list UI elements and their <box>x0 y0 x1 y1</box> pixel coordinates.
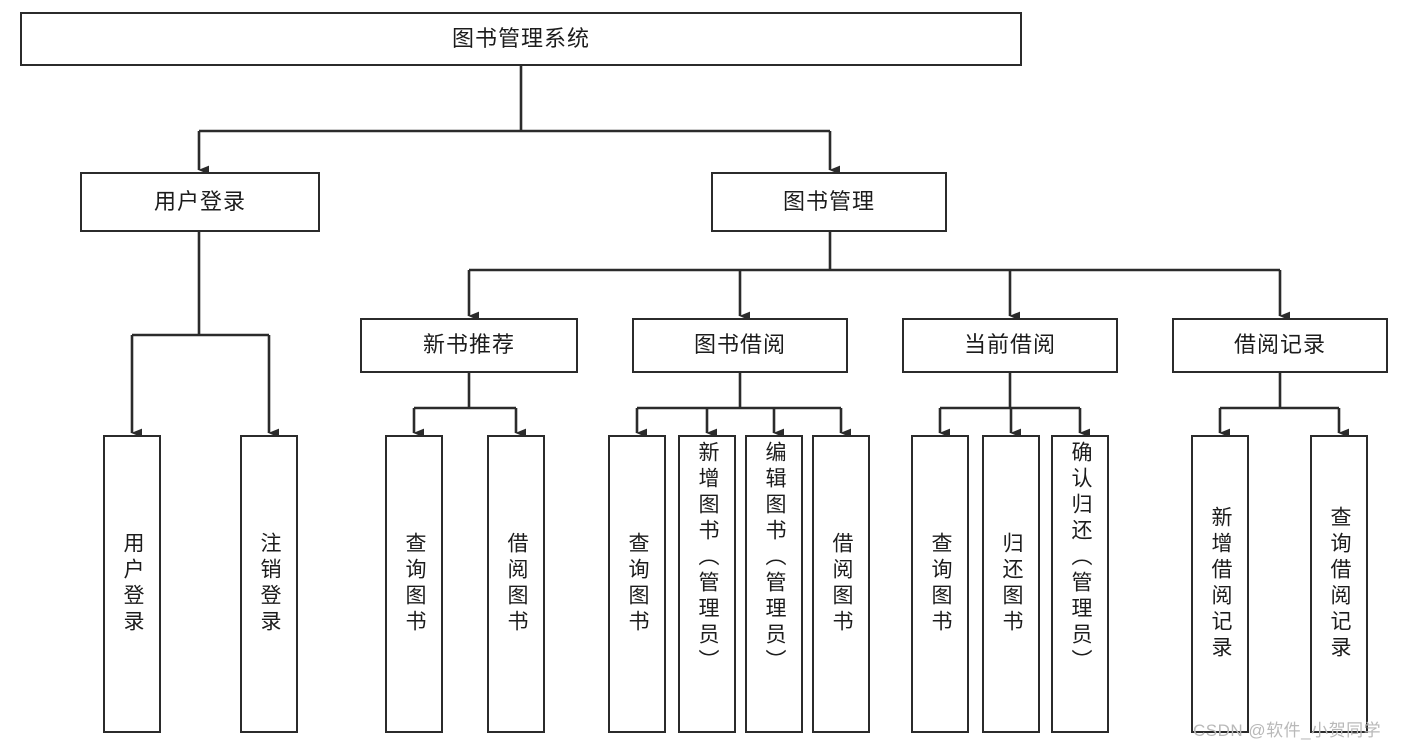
node-leaf-query-book-1-label: 查询图书 <box>403 532 427 636</box>
node-leaf-query-borrow-record-label: 查询借阅记录 <box>1328 506 1352 662</box>
node-root-label: 图书管理系统 <box>451 25 590 51</box>
node-leaf-borrow-book-2[interactable]: 借阅图书 <box>812 435 870 733</box>
node-leaf-edit-book-admin-label: 编辑图书（管理员） <box>763 441 787 675</box>
node-leaf-confirm-return-admin[interactable]: 确认归还（管理员） <box>1051 435 1109 733</box>
node-leaf-user-login[interactable]: 用户登录 <box>103 435 161 733</box>
node-current-borrow[interactable]: 当前借阅 <box>902 318 1118 373</box>
node-leaf-borrow-book-2-label: 借阅图书 <box>830 532 854 636</box>
node-current-borrow-label: 当前借阅 <box>963 332 1056 358</box>
node-leaf-return-book[interactable]: 归还图书 <box>982 435 1040 733</box>
node-leaf-logout-label: 注销登录 <box>258 532 282 636</box>
node-borrow-record[interactable]: 借阅记录 <box>1172 318 1388 373</box>
node-leaf-return-book-label: 归还图书 <box>1000 532 1024 636</box>
node-leaf-add-book-admin[interactable]: 新增图书（管理员） <box>678 435 736 733</box>
node-leaf-query-book-2-label: 查询图书 <box>626 532 650 636</box>
node-leaf-logout[interactable]: 注销登录 <box>240 435 298 733</box>
node-book-borrow-label: 图书借阅 <box>693 332 786 358</box>
node-leaf-query-book-2[interactable]: 查询图书 <box>608 435 666 733</box>
node-user-login-label: 用户登录 <box>153 188 246 214</box>
node-book-borrow[interactable]: 图书借阅 <box>632 318 848 373</box>
node-leaf-add-borrow-record[interactable]: 新增借阅记录 <box>1191 435 1249 733</box>
node-book-management-label: 图书管理 <box>782 188 875 214</box>
node-new-book-recommend-label: 新书推荐 <box>422 332 515 358</box>
node-user-login[interactable]: 用户登录 <box>80 172 320 232</box>
node-leaf-query-book-3[interactable]: 查询图书 <box>911 435 969 733</box>
node-leaf-edit-book-admin[interactable]: 编辑图书（管理员） <box>745 435 803 733</box>
node-leaf-query-book-3-label: 查询图书 <box>929 532 953 636</box>
node-root[interactable]: 图书管理系统 <box>20 12 1022 66</box>
node-borrow-record-label: 借阅记录 <box>1233 332 1326 358</box>
node-leaf-add-borrow-record-label: 新增借阅记录 <box>1209 506 1233 662</box>
node-leaf-query-book-1[interactable]: 查询图书 <box>385 435 443 733</box>
node-book-management[interactable]: 图书管理 <box>711 172 947 232</box>
node-leaf-add-book-admin-label: 新增图书（管理员） <box>696 441 720 675</box>
node-leaf-confirm-return-admin-label: 确认归还（管理员） <box>1069 441 1093 675</box>
node-leaf-query-borrow-record[interactable]: 查询借阅记录 <box>1310 435 1368 733</box>
node-leaf-borrow-book-1-label: 借阅图书 <box>505 532 529 636</box>
node-new-book-recommend[interactable]: 新书推荐 <box>360 318 578 373</box>
node-leaf-user-login-label: 用户登录 <box>121 532 145 636</box>
node-leaf-borrow-book-1[interactable]: 借阅图书 <box>487 435 545 733</box>
